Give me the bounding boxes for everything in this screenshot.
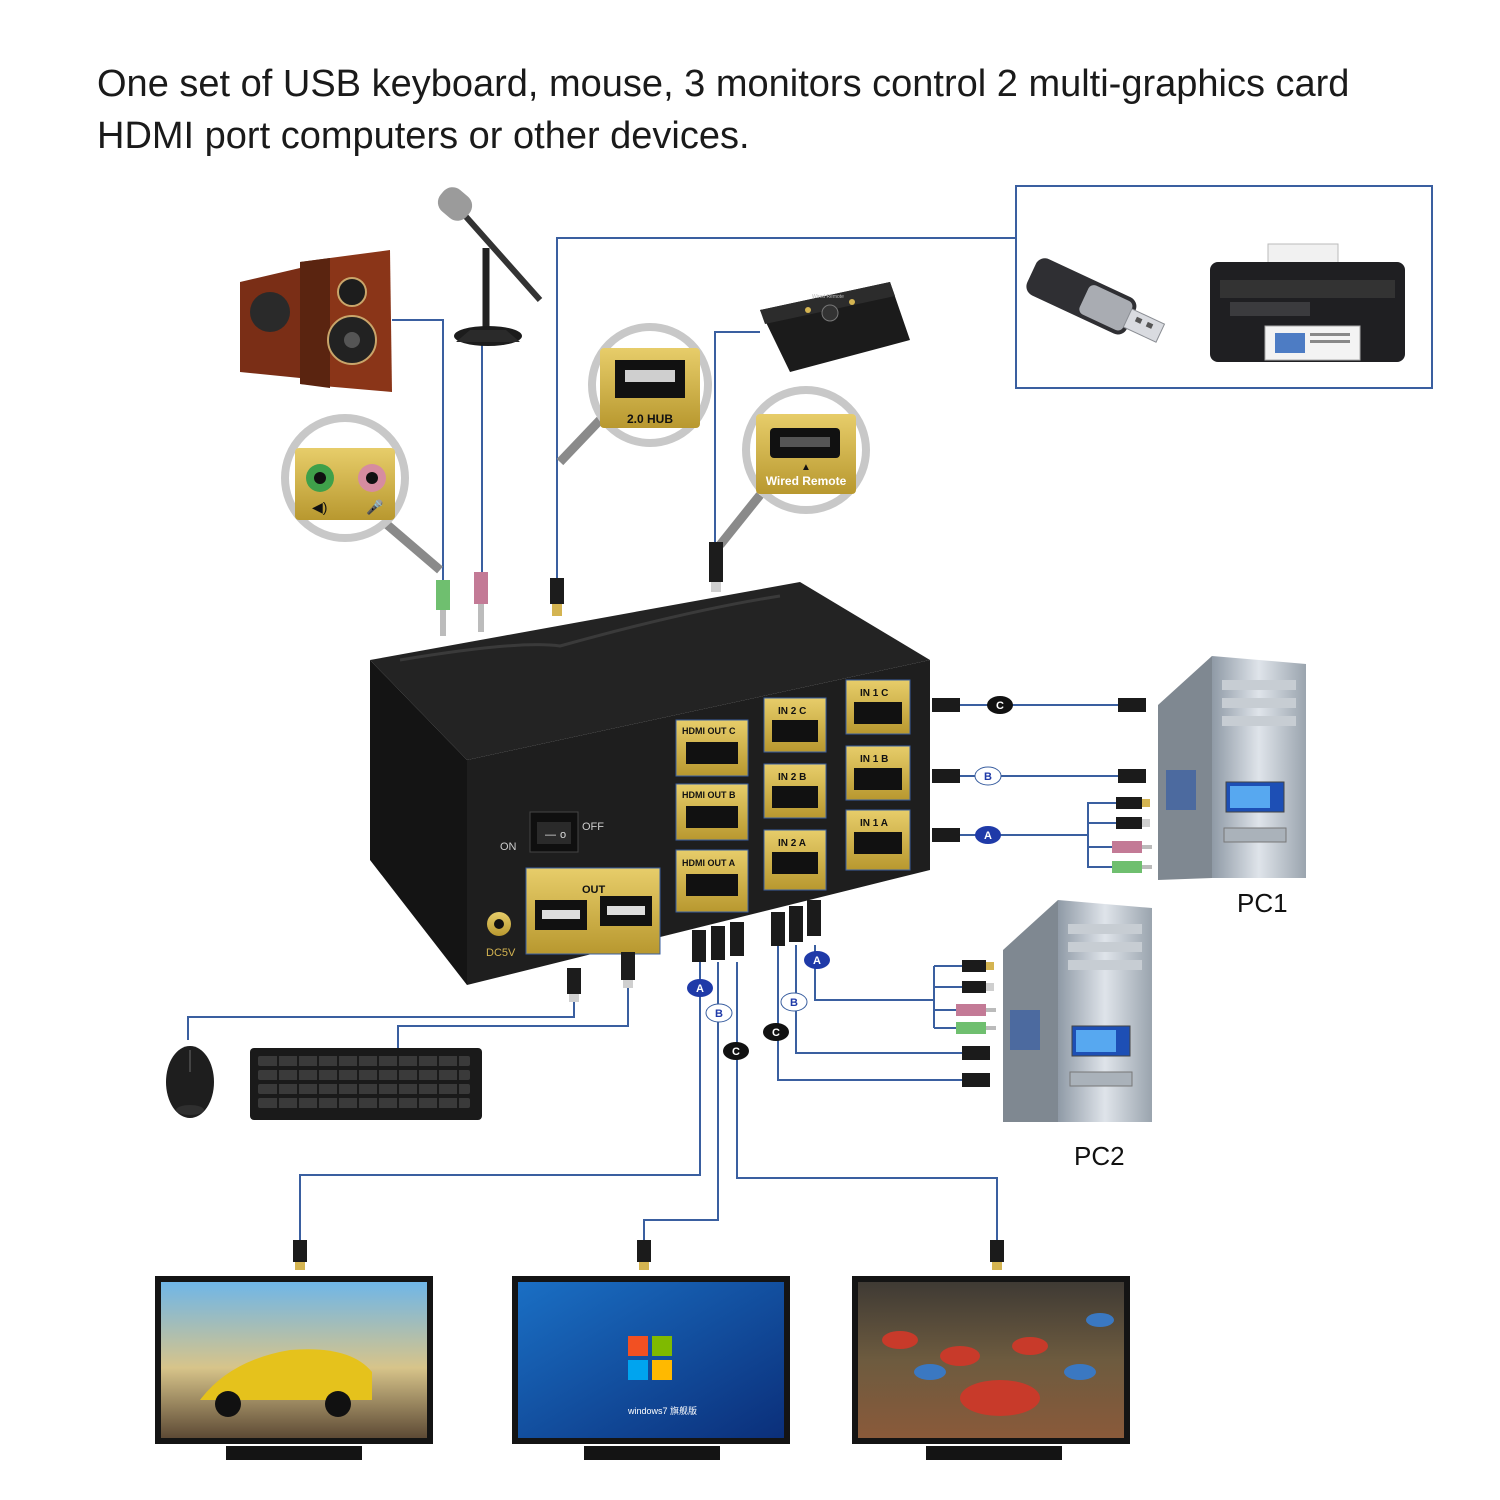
in1-b-label: IN 1 B: [860, 754, 888, 765]
in2-a-label: IN 2 A: [778, 838, 806, 849]
badge-a-pc2: A: [804, 951, 830, 969]
usb-plug-icon: [709, 542, 723, 592]
hdmi-out-a-port[interactable]: [686, 874, 738, 896]
svg-text:C: C: [772, 1027, 780, 1039]
monitor-3: [852, 1276, 1130, 1460]
microphone-icon: [433, 182, 540, 346]
dc-power-port[interactable]: [487, 912, 511, 936]
in1-column: IN 1 C IN 1 B IN 1 A: [846, 680, 910, 870]
monitor-hdmi-plugs: [293, 1240, 1004, 1270]
badge-c-pc2: C: [763, 1023, 789, 1041]
pc1-label: PC1: [1237, 888, 1288, 918]
svg-text:C: C: [732, 1046, 740, 1058]
in1-c-label: IN 1 C: [860, 688, 888, 699]
svg-text:▲: ▲: [801, 462, 811, 473]
pc-tower-icon: [1003, 900, 1152, 1122]
svg-text:B: B: [984, 771, 992, 783]
hdmi-out-c-port[interactable]: [686, 742, 738, 764]
mouse-icon: [166, 1046, 214, 1118]
power-on-label: ON: [500, 841, 517, 853]
speakers-icon: [240, 250, 392, 392]
svg-text:A: A: [696, 983, 704, 995]
usb-hub-label: 2.0 HUB: [627, 412, 673, 426]
pc2-label: PC2: [1074, 1141, 1125, 1171]
pc-tower-icon: [1158, 656, 1306, 880]
monitor-2: windows7 旗舰版: [512, 1276, 790, 1460]
badge-c-pc1: C: [987, 696, 1013, 714]
svg-text:B: B: [790, 997, 798, 1009]
keyboard-icon: [250, 1048, 482, 1120]
peripherals-box: [1016, 186, 1432, 388]
in2-a-port[interactable]: [772, 852, 818, 874]
in1-b-port[interactable]: [854, 768, 902, 790]
svg-text:A: A: [984, 830, 992, 842]
svg-text:—: —: [545, 829, 556, 841]
hdmi-out-c-label: HDMI OUT C: [682, 726, 736, 736]
usb-out-panel: OUT: [526, 868, 660, 954]
hdmi-out-column: HDMI OUT C HDMI OUT B HDMI OUT A: [676, 720, 748, 912]
audio-plug-icon: [474, 572, 488, 632]
pc2-plugs: [956, 960, 996, 1087]
svg-text:o: o: [560, 829, 566, 841]
dc-label: DC5V: [486, 947, 516, 959]
wired-remote-callout: ▲ Wired Remote: [720, 390, 866, 545]
usb-plug-icon: [567, 968, 581, 1002]
svg-text:A: A: [813, 955, 821, 967]
pc1-plugs: [1112, 698, 1152, 873]
in2-b-label: IN 2 B: [778, 772, 806, 783]
hdmi-out-b-port[interactable]: [686, 806, 738, 828]
svg-text:C: C: [996, 700, 1004, 712]
hdmi-out-a-label: HDMI OUT A: [682, 858, 736, 868]
in2-c-port[interactable]: [772, 720, 818, 742]
in1-c-port[interactable]: [854, 702, 902, 724]
monitor-1: [155, 1276, 433, 1460]
wired-remote-device: Wired Remote: [760, 282, 910, 372]
svg-text:◀): ◀): [312, 499, 327, 515]
kvm-switch: — o ON OFF DC5V OUT HDMI OUT C HDMI OUT …: [370, 582, 930, 985]
svg-text:🎤: 🎤: [366, 498, 384, 516]
svg-text:B: B: [715, 1008, 723, 1020]
in2-c-label: IN 2 C: [778, 706, 806, 717]
usb-plug-icon: [550, 578, 564, 616]
in1-a-port[interactable]: [854, 832, 902, 854]
hdmi-out-b-label: HDMI OUT B: [682, 790, 736, 800]
badge-b-monitor: B: [706, 1004, 732, 1022]
badge-b-pc1: B: [975, 767, 1001, 785]
badge-a-pc1: A: [975, 826, 1001, 844]
usb-plug-icon: [621, 952, 635, 988]
power-off-label: OFF: [582, 821, 604, 833]
badge-a-monitor: A: [687, 979, 713, 997]
power-switch[interactable]: — o: [530, 812, 578, 852]
usb-hub-callout: 2.0 HUB: [560, 327, 708, 462]
audio-plug-icon: [436, 580, 450, 636]
badge-b-pc2: B: [781, 993, 807, 1011]
in1-a-label: IN 1 A: [860, 818, 888, 829]
badge-c-monitor: C: [723, 1042, 749, 1060]
in2-column: IN 2 C IN 2 B IN 2 A: [764, 698, 826, 890]
in2-b-port[interactable]: [772, 786, 818, 808]
audio-ports-callout: ◀) 🎤: [285, 418, 440, 570]
wired-remote-label: Wired Remote: [766, 474, 847, 488]
windows-text: windows7 旗舰版: [627, 1405, 697, 1416]
remote-device-label: Wired Remote: [812, 294, 844, 300]
usb-out-label: OUT: [582, 884, 606, 896]
